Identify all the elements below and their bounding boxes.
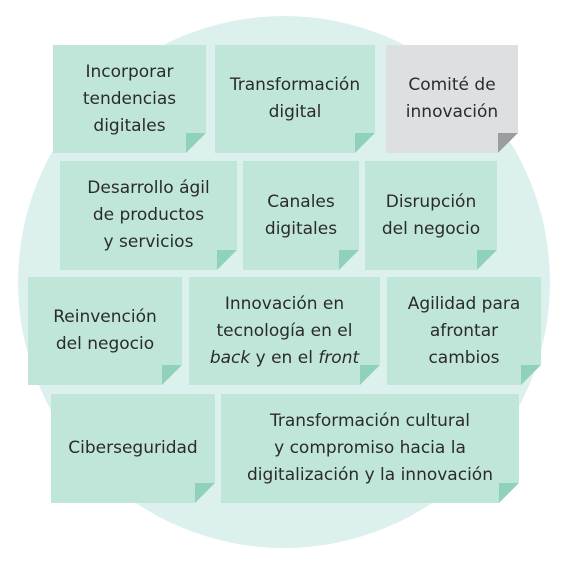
note-disrupcion-negocio: Disrupción del negocio: [365, 161, 497, 270]
note-ciberseguridad: Ciberseguridad: [51, 394, 215, 503]
note-agilidad-cambios: Agilidad para afrontar cambios: [387, 277, 541, 385]
note-label: Transformación digital: [229, 75, 361, 122]
note-label: Comité de innovación: [405, 75, 499, 122]
note-label: Reinvención del negocio: [53, 307, 157, 354]
note-label: Canales digitales: [264, 191, 338, 239]
folded-corner: [521, 365, 541, 385]
note-transformacion-digital: Transformación digital: [215, 45, 375, 153]
note-label: Innovación en tecnología en el back y en…: [210, 291, 359, 372]
note-innovacion-tecnologia: Innovación en tecnología en el back y en…: [189, 277, 380, 385]
italic-line: back y en el front: [209, 347, 360, 368]
note-label: Ciberseguridad: [68, 438, 198, 458]
note-desarrollo-agil: Desarrollo ágil de productos y servicios: [60, 161, 237, 270]
note-label: Incorporar tendencias digitales: [82, 61, 177, 136]
note-label: Desarrollo ágil de productos y servicios: [87, 178, 210, 252]
note-label: Disrupción del negocio: [381, 191, 481, 239]
note-reinvencion-negocio: Reinvención del negocio: [28, 277, 182, 385]
note-transformacion-cultural: Transformación cultural y compromiso hac…: [221, 394, 519, 503]
note-canales-digitales: Canales digitales: [243, 161, 359, 270]
note-comite-innovacion: Comité de innovación: [386, 45, 518, 153]
note-label: Agilidad para afrontar cambios: [407, 293, 521, 368]
folded-corner: [499, 483, 519, 503]
note-incorporar-tendencias: Incorporar tendencias digitales: [53, 45, 206, 153]
note-label: Transformación cultural y compromiso hac…: [247, 411, 493, 485]
